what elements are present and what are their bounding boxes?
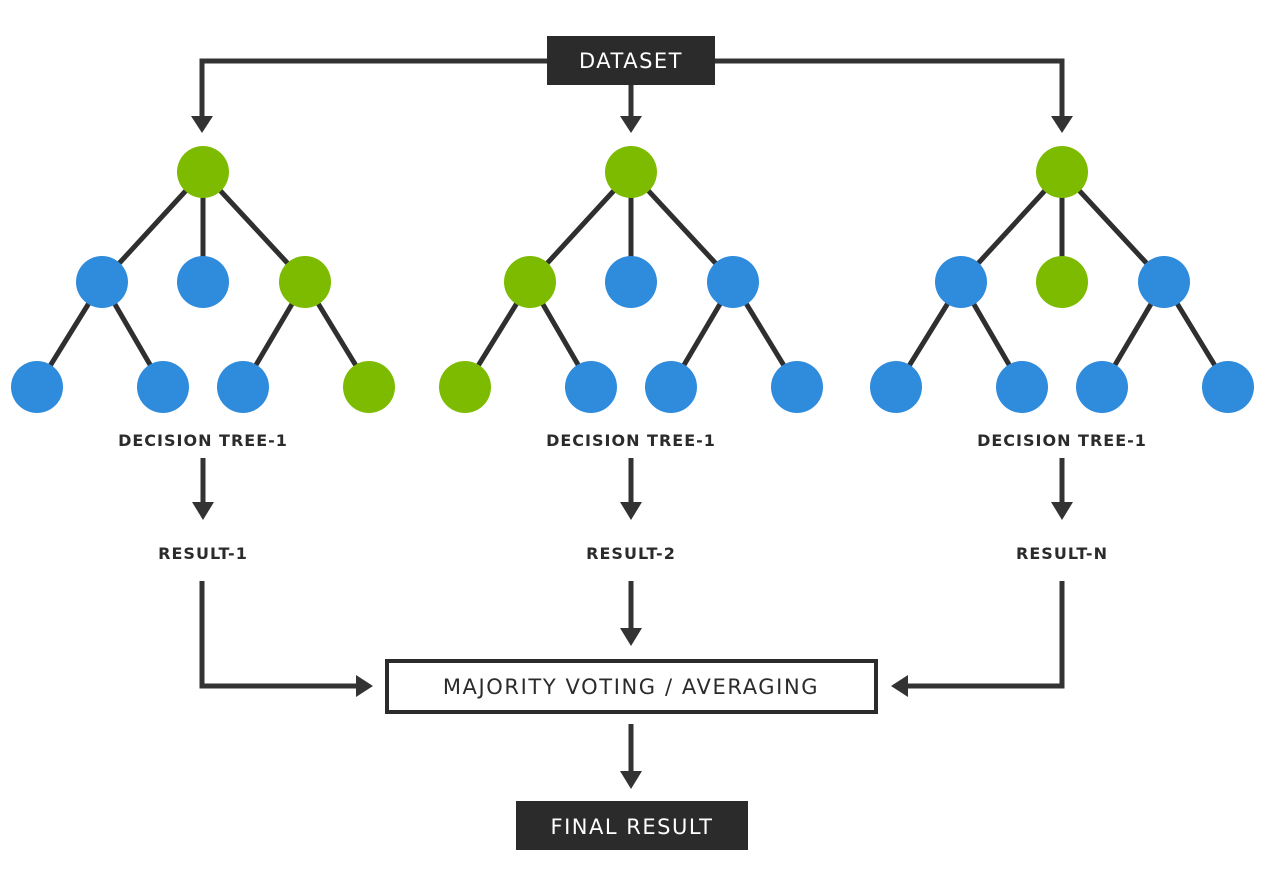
tree-node-left-right-blue bbox=[137, 361, 189, 413]
dataset-label: DATASET bbox=[579, 49, 683, 73]
final-result-node: FINAL RESULT bbox=[516, 801, 748, 850]
tree-node-right-left-blue bbox=[217, 361, 269, 413]
aggregation-node: MAJORITY VOTING / AVERAGING bbox=[385, 659, 878, 714]
connector-result-n bbox=[906, 581, 1065, 689]
tree-node-left-blue bbox=[76, 256, 128, 308]
tree-node-right-left-blue bbox=[1076, 361, 1128, 413]
result-label-1: RESULT-1 bbox=[158, 544, 248, 563]
tree-label-3: DECISION TREE-1 bbox=[977, 431, 1147, 450]
tree-node-left-right-blue bbox=[996, 361, 1048, 413]
connector-dataset-tree-3 bbox=[715, 58, 1065, 118]
aggregation-label: MAJORITY VOTING / AVERAGING bbox=[443, 675, 819, 699]
tree-node-middle-blue bbox=[605, 256, 657, 308]
tree-node-right-left-blue bbox=[645, 361, 697, 413]
tree-node-root-green bbox=[177, 146, 229, 198]
decision-tree-1-graphic bbox=[11, 146, 395, 413]
arrow-to-tree-3 bbox=[1051, 116, 1073, 133]
tree-label-1: DECISION TREE-1 bbox=[118, 431, 288, 450]
tree-node-root-green bbox=[1036, 146, 1088, 198]
aggregation-to-final-arrow bbox=[620, 724, 642, 789]
tree-node-left-left-blue bbox=[870, 361, 922, 413]
tree-node-middle-blue bbox=[177, 256, 229, 308]
tree-node-root-green bbox=[605, 146, 657, 198]
decision-tree-3-graphic bbox=[870, 146, 1254, 413]
tree-node-right-green bbox=[279, 256, 331, 308]
tree-to-result-arrows bbox=[192, 458, 1073, 520]
result-label-n: RESULT-N bbox=[1016, 544, 1108, 563]
decision-tree-2-graphic bbox=[439, 146, 823, 413]
tree-node-right-right-green bbox=[343, 361, 395, 413]
tree-node-right-blue bbox=[1138, 256, 1190, 308]
tree-label-2: DECISION TREE-1 bbox=[546, 431, 716, 450]
connector-result-1 bbox=[199, 581, 358, 689]
result-label-2: RESULT-2 bbox=[586, 544, 676, 563]
tree-node-right-blue bbox=[707, 256, 759, 308]
arrow-to-tree-1 bbox=[191, 116, 213, 133]
final-result-label: FINAL RESULT bbox=[551, 815, 714, 839]
dataset-connectors bbox=[191, 58, 1073, 133]
tree-node-right-right-blue bbox=[1202, 361, 1254, 413]
tree-node-left-right-blue bbox=[565, 361, 617, 413]
tree-node-left-left-blue bbox=[11, 361, 63, 413]
dataset-node: DATASET bbox=[547, 36, 715, 85]
tree-node-left-green bbox=[504, 256, 556, 308]
arrow-to-tree-2 bbox=[620, 116, 642, 133]
tree-node-left-blue bbox=[935, 256, 987, 308]
tree-node-right-right-blue bbox=[771, 361, 823, 413]
result-to-aggregation-arrows bbox=[199, 581, 1065, 697]
connector-dataset-tree-1 bbox=[199, 58, 547, 118]
tree-node-middle-green bbox=[1036, 256, 1088, 308]
tree-node-left-left-green bbox=[439, 361, 491, 413]
